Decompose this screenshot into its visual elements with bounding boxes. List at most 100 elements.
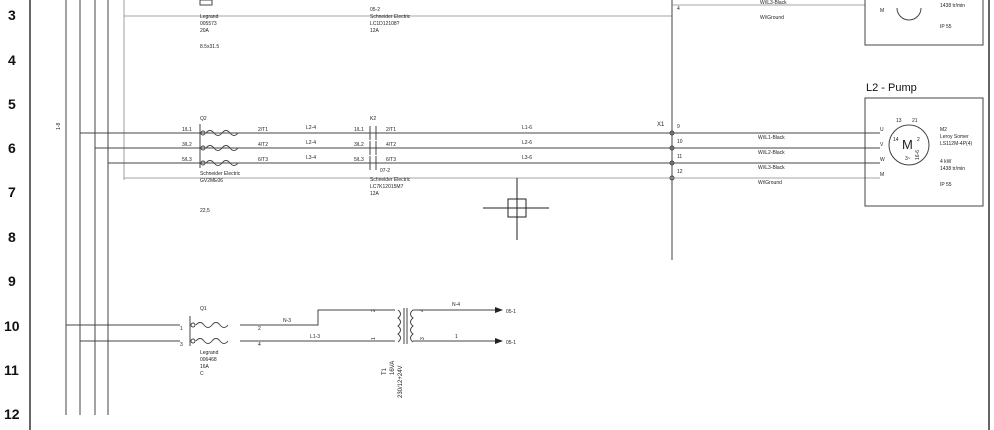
row-number: 7 bbox=[8, 184, 16, 200]
bus-bars bbox=[65, 0, 125, 415]
motor-label: 4 kW bbox=[940, 159, 952, 165]
breaker-in-label: 1/L1 bbox=[182, 127, 192, 133]
cable-label: L1-6 bbox=[522, 125, 532, 131]
supply-circuit: Q1 1 2 3 4 Legrand 006468 16A C N-3 L1-3… bbox=[66, 302, 516, 398]
contactor-out-label: 4/T2 bbox=[386, 142, 396, 148]
terminal-number: 9 bbox=[677, 124, 680, 130]
wire-label: N-3 bbox=[283, 318, 291, 324]
motor-speed: 1438 tr/min bbox=[940, 3, 965, 9]
motor-pin: V bbox=[880, 142, 884, 148]
contactor-label: Schneider Electric bbox=[370, 177, 411, 183]
breaker-wire-label: 8.5x31.5 bbox=[200, 44, 219, 50]
transformer-icon bbox=[397, 308, 414, 344]
cross-reference[interactable]: 05-1 bbox=[506, 340, 516, 346]
motor-pin: U bbox=[880, 127, 884, 133]
motor-number: 21 bbox=[912, 118, 918, 124]
motor-icon bbox=[896, 7, 922, 21]
motor-pin: M bbox=[880, 172, 884, 178]
terminal-tag: X1 bbox=[657, 122, 665, 128]
bus-side-label: 1-8 bbox=[56, 123, 62, 130]
terminal-dot bbox=[669, 145, 675, 151]
breaker-out-label: 4/T2 bbox=[258, 142, 268, 148]
breaker-q1-symbol bbox=[189, 316, 229, 346]
terminal-number: 10 bbox=[677, 139, 683, 145]
transformer-pin: 1 bbox=[371, 337, 377, 340]
contactor-out-label: 2/T1 bbox=[386, 127, 396, 133]
contactor-in-label: 3/L2 bbox=[354, 142, 364, 148]
motor-pin: W bbox=[880, 157, 885, 163]
motor-ip: IP 55 bbox=[940, 24, 952, 30]
breaker-out-label: 6/T3 bbox=[258, 157, 268, 163]
contactor-k2-symbol bbox=[369, 126, 377, 170]
pump-circuit: Q2 1/L1 3/L2 5/L3 2/T1 4/T2 6/T3 Schneid… bbox=[80, 60, 984, 260]
row-number: 11 bbox=[4, 362, 19, 378]
motor-label: IP 55 bbox=[940, 182, 952, 188]
terminal-number: 12 bbox=[677, 169, 683, 175]
row-number: 8 bbox=[8, 229, 16, 245]
transformer-tag: T1 bbox=[382, 367, 388, 375]
link-label: L3-4 bbox=[306, 155, 316, 161]
breaker-pin: 1 bbox=[180, 326, 183, 332]
breaker-label: 005573 bbox=[200, 21, 217, 27]
motor-number: 13 bbox=[896, 118, 902, 124]
row-number: 10 bbox=[4, 318, 20, 334]
contactor-label: Schneider Electric bbox=[370, 14, 411, 20]
breaker-tag: Q2 bbox=[200, 116, 207, 122]
row-number: 12 bbox=[4, 406, 20, 422]
row-number: 3 bbox=[8, 7, 16, 23]
breaker-in-label: 3/L2 bbox=[182, 142, 192, 148]
terminal-dot bbox=[669, 175, 675, 181]
terminal-number: 11 bbox=[677, 154, 682, 160]
contactor-label: LC7K12015M7 bbox=[370, 184, 404, 190]
transformer-label: 230/12+24V bbox=[398, 365, 404, 398]
breaker-label: C bbox=[200, 371, 204, 377]
cross-reference[interactable]: 05-1 bbox=[506, 309, 516, 315]
wire-label: Wi\L1-Black bbox=[758, 135, 785, 141]
contactor-in-label: 5/L3 bbox=[354, 157, 364, 163]
motor-number: 14 bbox=[893, 137, 899, 143]
breaker-label: Legrand bbox=[200, 14, 219, 20]
breaker-q2-symbol bbox=[199, 124, 239, 168]
terminal-dot bbox=[669, 130, 675, 136]
breaker-value: 22,5 bbox=[200, 208, 210, 214]
link-label: L2-4 bbox=[306, 125, 316, 131]
wire-label: N-4 bbox=[452, 302, 460, 308]
breaker-pin: 2 bbox=[258, 326, 261, 332]
breaker-tag: Q1 bbox=[200, 306, 207, 312]
breaker-in-label: 5/L3 bbox=[182, 157, 192, 163]
wire-label: Wi\L3-Black bbox=[758, 165, 785, 171]
arrow-icon bbox=[495, 307, 503, 313]
row-number: 5 bbox=[8, 96, 16, 112]
motor-number: 3~ bbox=[905, 156, 911, 162]
motor-tag: M2 bbox=[940, 127, 947, 133]
breaker-label: Schneider Electric bbox=[200, 171, 241, 177]
cable-label: L3-6 bbox=[522, 155, 532, 161]
breaker-out-label: 2/T1 bbox=[258, 127, 268, 133]
crosshair-cursor-icon[interactable] bbox=[483, 178, 549, 240]
motor-number: 2 bbox=[917, 137, 920, 143]
breaker-label: Legrand bbox=[200, 350, 219, 356]
motor-pin: M bbox=[880, 8, 884, 14]
wire-label: Wi\L3-Black bbox=[760, 0, 787, 6]
wire-label: Wi\L2-Black bbox=[758, 150, 785, 156]
motor-box bbox=[864, 97, 984, 207]
cable-label: L2-6 bbox=[522, 140, 532, 146]
contactor-ref: 05-2 bbox=[370, 7, 380, 13]
wire-label: Wi\Ground bbox=[758, 180, 782, 186]
link-label: L2-4 bbox=[306, 140, 316, 146]
row-number: 9 bbox=[8, 273, 16, 289]
arrow-icon bbox=[495, 338, 503, 344]
contactor-in-label: 1/L1 bbox=[354, 127, 364, 133]
breaker-label: 006468 bbox=[200, 357, 217, 363]
motor-label: LS112M-4P(4) bbox=[940, 141, 972, 147]
contactor-tag: K2 bbox=[370, 116, 376, 122]
transformer-label: 16VA bbox=[390, 361, 396, 375]
fuse-icon bbox=[199, 0, 213, 6]
contactor-label: 12A bbox=[370, 28, 380, 34]
row-number: 6 bbox=[8, 140, 16, 156]
motor-icon: M 13 21 14 2 3~ 16-6 bbox=[888, 118, 930, 166]
wire-label: 1 bbox=[455, 334, 458, 340]
motor-symbol: M bbox=[902, 137, 913, 152]
breaker-pin: 3 bbox=[180, 342, 183, 348]
